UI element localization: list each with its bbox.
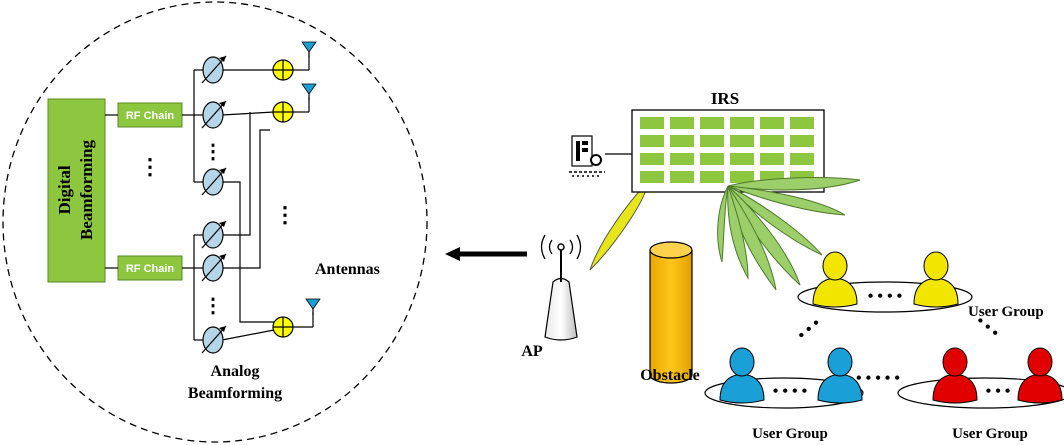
analog-label-line2: Beamforming — [188, 385, 282, 402]
irs-element — [670, 171, 694, 183]
irs-reflected-beams — [717, 177, 861, 291]
irs-controller-icon — [569, 135, 605, 177]
ellipsis-dots: • • • — [986, 383, 1011, 400]
irs-element — [730, 117, 754, 129]
ap-label: AP — [521, 343, 543, 360]
antenna-icon — [305, 298, 321, 316]
irs-element — [760, 153, 784, 165]
irs-element — [760, 135, 784, 147]
phase-shifter-icon — [201, 55, 227, 84]
access-point-icon — [540, 234, 582, 341]
digital-label-line2: Beamforming — [77, 139, 96, 240]
irs-element — [790, 135, 814, 147]
ap-beam — [589, 180, 649, 271]
digital-beamforming-block — [47, 98, 106, 283]
obstacle-cylinder — [649, 241, 693, 384]
analog-label-line1: Analog — [211, 363, 260, 380]
vertical-dots-ps-top: ⋮ — [203, 141, 223, 163]
antenna-icon — [301, 41, 317, 59]
irs-element — [640, 135, 664, 147]
irs-element — [640, 117, 664, 129]
ellipsis-dots: • • • • • — [856, 370, 900, 387]
phase-shifter-icon — [201, 220, 227, 249]
irs-element — [670, 135, 694, 147]
irs-element — [700, 153, 724, 165]
irs-element — [730, 135, 754, 147]
ellipsis-dots: • • • • — [773, 383, 807, 400]
antennas-label: Antennas — [315, 261, 380, 278]
vertical-dots-antennas: ⋮ — [274, 202, 296, 227]
diagonal-dots: • • • — [794, 315, 824, 344]
user-icon — [913, 251, 959, 308]
combiner-icon — [272, 316, 294, 338]
phase-shifter-icon — [201, 100, 227, 129]
irs-element — [670, 117, 694, 129]
user-icon — [719, 347, 765, 404]
irs-element — [790, 117, 814, 129]
rf-chain-bottom — [117, 255, 183, 281]
irs-element — [670, 153, 694, 165]
combiner-icon — [272, 59, 294, 81]
analog-wiring — [182, 55, 314, 341]
irs-label: IRS — [711, 89, 739, 108]
user-group-bottom-right-label: User Group — [952, 426, 1028, 442]
irs-element — [790, 153, 814, 165]
user-group-right-label: User Group — [968, 304, 1044, 320]
ellipsis-dots: • • • • — [868, 288, 902, 305]
rf-chain-top-label: RF Chain — [126, 110, 175, 122]
vertical-dots-left: ⋮ — [139, 154, 161, 179]
phase-shifter-icon — [201, 253, 227, 282]
user-icon — [1017, 347, 1063, 404]
phase-shifter-icon — [201, 325, 227, 354]
combiner-icon — [272, 101, 294, 123]
obstacle-label: Obstacle — [640, 367, 700, 384]
irs-element — [730, 153, 754, 165]
irs-element — [640, 171, 664, 183]
user-icon — [812, 251, 858, 308]
irs-element — [700, 171, 724, 183]
transmitter-boundary — [2, 1, 428, 443]
rf-chain-bottom-label: RF Chain — [126, 263, 175, 275]
digital-label-line1: Digital — [55, 165, 74, 214]
user-icon — [932, 347, 978, 404]
phase-shifter-icon — [201, 167, 227, 196]
irs-element — [640, 153, 664, 165]
antenna-icon — [301, 83, 317, 101]
irs-element — [730, 171, 754, 183]
vertical-dots-ps-bottom: ⋮ — [203, 295, 223, 317]
user-group-bottom-left-label: User Group — [752, 426, 828, 442]
irs-element — [760, 117, 784, 129]
irs-element — [700, 117, 724, 129]
irs-element — [700, 135, 724, 147]
